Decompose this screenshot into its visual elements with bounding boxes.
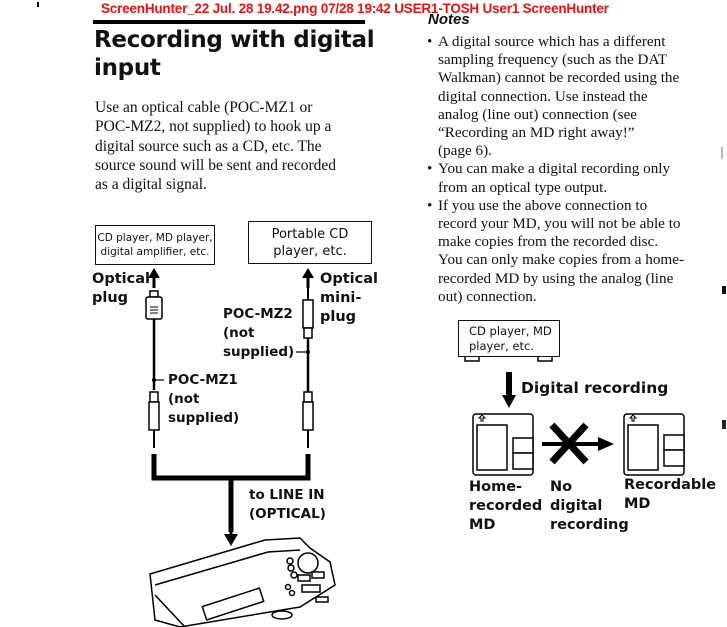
box-line: Portable CD — [271, 226, 349, 242]
note-item: A digital source which has a different s… — [426, 33, 716, 160]
box-line: player, etc. — [273, 243, 347, 259]
note-item: If you use the above connection to recor… — [426, 197, 716, 306]
home-recorded-md-label: Home- recorded MD — [469, 478, 542, 535]
no-copy-arrow-icon — [542, 422, 614, 465]
optical-plug-icon — [145, 290, 164, 390]
label-line: (not — [223, 325, 255, 341]
label-line: (not — [168, 391, 200, 407]
label-line: recorded — [469, 498, 543, 514]
section-title-line: Recording with digital — [94, 27, 375, 53]
label-line: Home- — [469, 479, 523, 495]
cable-mz1-label: POC-MZ1 (not supplied) — [168, 371, 239, 428]
note-line: You can make a digital recording only — [438, 160, 671, 178]
label-line: digital — [550, 498, 603, 514]
note-line: Walkman) cannot be recorded using the — [438, 69, 680, 87]
scan-mark — [37, 2, 39, 7]
optical-plug-label: Optical plug — [92, 270, 150, 308]
body-line: digital source such as a CD, etc. The — [95, 137, 322, 155]
minidisc-icon — [472, 413, 534, 476]
source-device-box: CD player, MD player, digital amplifier,… — [95, 225, 215, 265]
mini-plug-icon — [302, 391, 314, 448]
label-line: MD — [469, 517, 496, 533]
notes-list: A digital source which has a different s… — [426, 33, 716, 306]
arrow-down-icon — [502, 372, 516, 408]
optical-mini-plug-label: Optical mini- plug — [320, 270, 378, 327]
note-line: out) connection. — [438, 287, 537, 305]
cable-mz2-label: POC-MZ2 (not supplied) — [223, 305, 294, 362]
line-in-label: to LINE IN (OPTICAL) — [249, 486, 326, 524]
label-line: plug — [320, 309, 357, 325]
note-line: from an optical type output. — [438, 178, 608, 196]
note-line: record your MD, you will not be able to — [438, 215, 681, 233]
arrow-down-icon — [224, 534, 238, 546]
label-line: recording — [550, 517, 629, 533]
label-line: (OPTICAL) — [249, 506, 326, 522]
note-line: make copies from the recorded disc. — [438, 233, 659, 251]
scan-artifact — [722, 420, 726, 429]
section-title-line: input — [94, 55, 161, 81]
label-line: Optical — [320, 271, 378, 287]
minidisc-icon — [623, 413, 685, 476]
body-line: as a digital signal. — [95, 176, 207, 194]
label-line: to LINE IN — [249, 487, 325, 503]
mini-plug-icon — [296, 283, 314, 392]
scan-artifact — [722, 286, 726, 294]
body-line: Use an optical cable (POC-MZ1 or — [95, 99, 313, 116]
arrow-up-icon — [148, 268, 160, 288]
no-digital-recording-label: No digital recording — [550, 478, 629, 535]
note-line: (page 6). — [438, 142, 492, 160]
label-line: MD — [624, 496, 651, 512]
note-item: You can make a digital recording only fr… — [426, 160, 716, 196]
label-line: Recordable — [624, 477, 717, 493]
scan-artifact — [721, 147, 723, 159]
portable-cd-box: Portable CD player, etc. — [248, 221, 372, 264]
notes-title: Notes — [428, 11, 470, 28]
note-line: sampling frequency (such as the DAT — [438, 51, 668, 69]
label-line: plug — [92, 290, 129, 306]
box-line: digital amplifier, etc. — [100, 246, 210, 258]
section-body: Use an optical cable (POC-MZ1 or POC-MZ2… — [95, 98, 395, 194]
box-line: player, etc. — [469, 338, 535, 353]
md-recorder-icon — [149, 537, 336, 627]
recordable-md-label: Recordable MD — [624, 476, 716, 514]
connection-bracket — [151, 454, 311, 546]
label-line: mini- — [320, 290, 362, 306]
label-line: supplied) — [223, 344, 295, 360]
label-line: supplied) — [168, 410, 240, 426]
cd-md-player-box: CD player, MD player, etc. — [458, 320, 560, 357]
label-line: Optical — [92, 271, 150, 287]
note-line: analog (line out) connection (see — [438, 105, 638, 123]
label-line: POC-MZ2 — [223, 306, 293, 322]
label-line: POC-MZ1 — [168, 372, 238, 388]
body-line: POC-MZ2, not supplied) to hook up a — [95, 118, 332, 136]
note-line: digital connection. Use instead the — [438, 87, 648, 105]
note-line: You can only make copies from a home- — [438, 251, 685, 269]
note-line: A digital source which has a different — [438, 33, 666, 50]
section-rule — [93, 20, 365, 24]
label-line: No — [550, 479, 573, 495]
note-line: If you use the above connection to — [438, 196, 648, 214]
body-line: source sound will be sent and recorded — [95, 156, 337, 174]
note-line: “Recording an MD right away!” — [438, 124, 635, 142]
note-line: recorded MD by using the analog (line — [438, 269, 674, 287]
section-title: Recording with digital input — [94, 26, 394, 82]
screenhunter-watermark: ScreenHunter_22 Jul. 28 19.42.png 07/28 … — [101, 1, 609, 16]
mini-plug-icon — [148, 391, 160, 448]
box-line: CD player, MD — [469, 323, 552, 338]
digital-recording-label: Digital recording — [521, 379, 669, 397]
box-line: CD player, MD player, — [97, 232, 213, 244]
